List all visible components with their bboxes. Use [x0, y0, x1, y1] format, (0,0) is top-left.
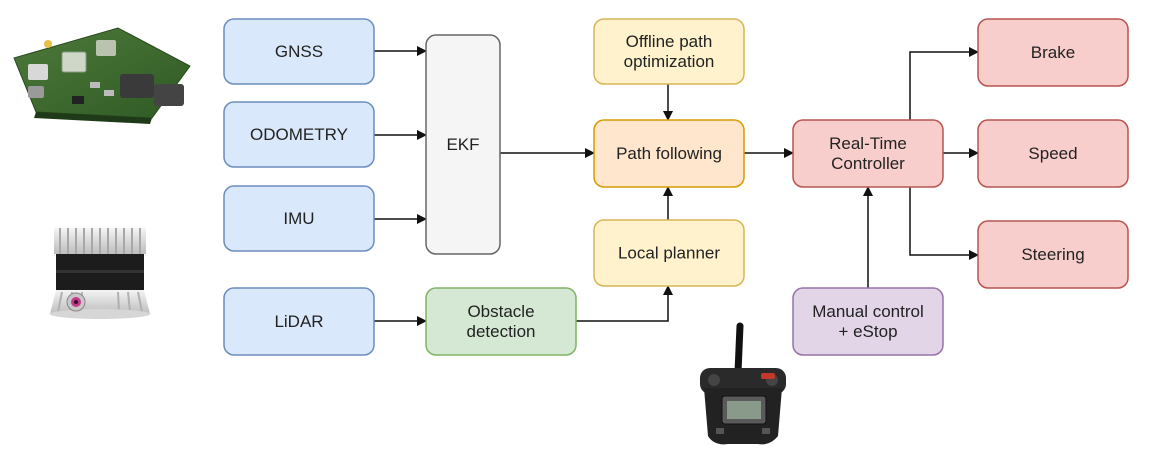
gps-receiver-board-image — [13, 27, 191, 124]
node-imu-box — [223, 185, 375, 252]
node-path-following-box — [593, 119, 745, 188]
node-ekf-label-line-1: EKF — [446, 135, 479, 154]
node-brake-label-line-1: Brake — [1031, 43, 1075, 62]
node-local-planner: Local planner — [593, 219, 745, 287]
node-local-planner-label-line-1: Local planner — [618, 244, 720, 263]
node-offline-box — [593, 18, 745, 85]
node-steering-box — [977, 220, 1129, 289]
node-speed-box — [977, 119, 1129, 188]
node-lidar: LiDAR — [223, 287, 375, 356]
arrow-obstacle-to-local-planner — [576, 285, 673, 322]
node-imu: IMU — [223, 185, 375, 252]
node-controller-box — [792, 119, 944, 188]
node-manual-label-line-2: + eStop — [838, 322, 897, 341]
node-lidar-box — [223, 287, 375, 356]
rc-transmitter-image — [700, 322, 786, 445]
node-odometry-box — [223, 101, 375, 168]
node-path-following: Path following — [593, 119, 745, 188]
node-manual-label-line-1: Manual control — [812, 302, 924, 321]
node-imu-label-line-1: IMU — [283, 209, 314, 228]
node-offline-label-line-1: Offline path — [626, 32, 713, 51]
node-obstacle-label-line-2: detection — [467, 322, 536, 341]
node-gnss-box — [223, 18, 375, 85]
node-manual-box — [792, 287, 944, 356]
node-brake-box — [977, 18, 1129, 87]
node-ekf: EKF — [425, 34, 501, 255]
arrow-controller-to-steering — [909, 187, 979, 260]
node-local-planner-box — [593, 219, 745, 287]
node-gnss: GNSS — [223, 18, 375, 85]
node-odometry-label-line-1: ODOMETRY — [250, 125, 348, 144]
node-speed: Speed — [977, 119, 1129, 188]
node-lidar-label-line-1: LiDAR — [274, 312, 323, 331]
node-controller-label-line-2: Controller — [831, 154, 905, 173]
lidar-sensor-image — [50, 228, 150, 319]
node-offline-label-line-2: optimization — [624, 52, 715, 71]
nodes: GNSS ODOMETRY IMU LiDAR EKF Obstacledetection… — [223, 18, 1129, 356]
node-obstacle-box — [425, 287, 577, 356]
node-obstacle-label-line-1: Obstacle — [467, 302, 534, 321]
node-speed-label-line-1: Speed — [1028, 144, 1077, 163]
arrow-controller-to-brake — [909, 47, 979, 120]
node-odometry: ODOMETRY — [223, 101, 375, 168]
connectors — [374, 46, 979, 326]
node-ekf-box — [425, 34, 501, 255]
node-steering-label-line-1: Steering — [1021, 245, 1084, 264]
node-path-following-label-line-1: Path following — [616, 144, 722, 163]
node-brake: Brake — [977, 18, 1129, 87]
node-gnss-label-line-1: GNSS — [275, 42, 323, 61]
node-manual: Manual control+ eStop — [792, 287, 944, 356]
node-steering: Steering — [977, 220, 1129, 289]
node-controller-label-line-1: Real-Time — [829, 134, 907, 153]
